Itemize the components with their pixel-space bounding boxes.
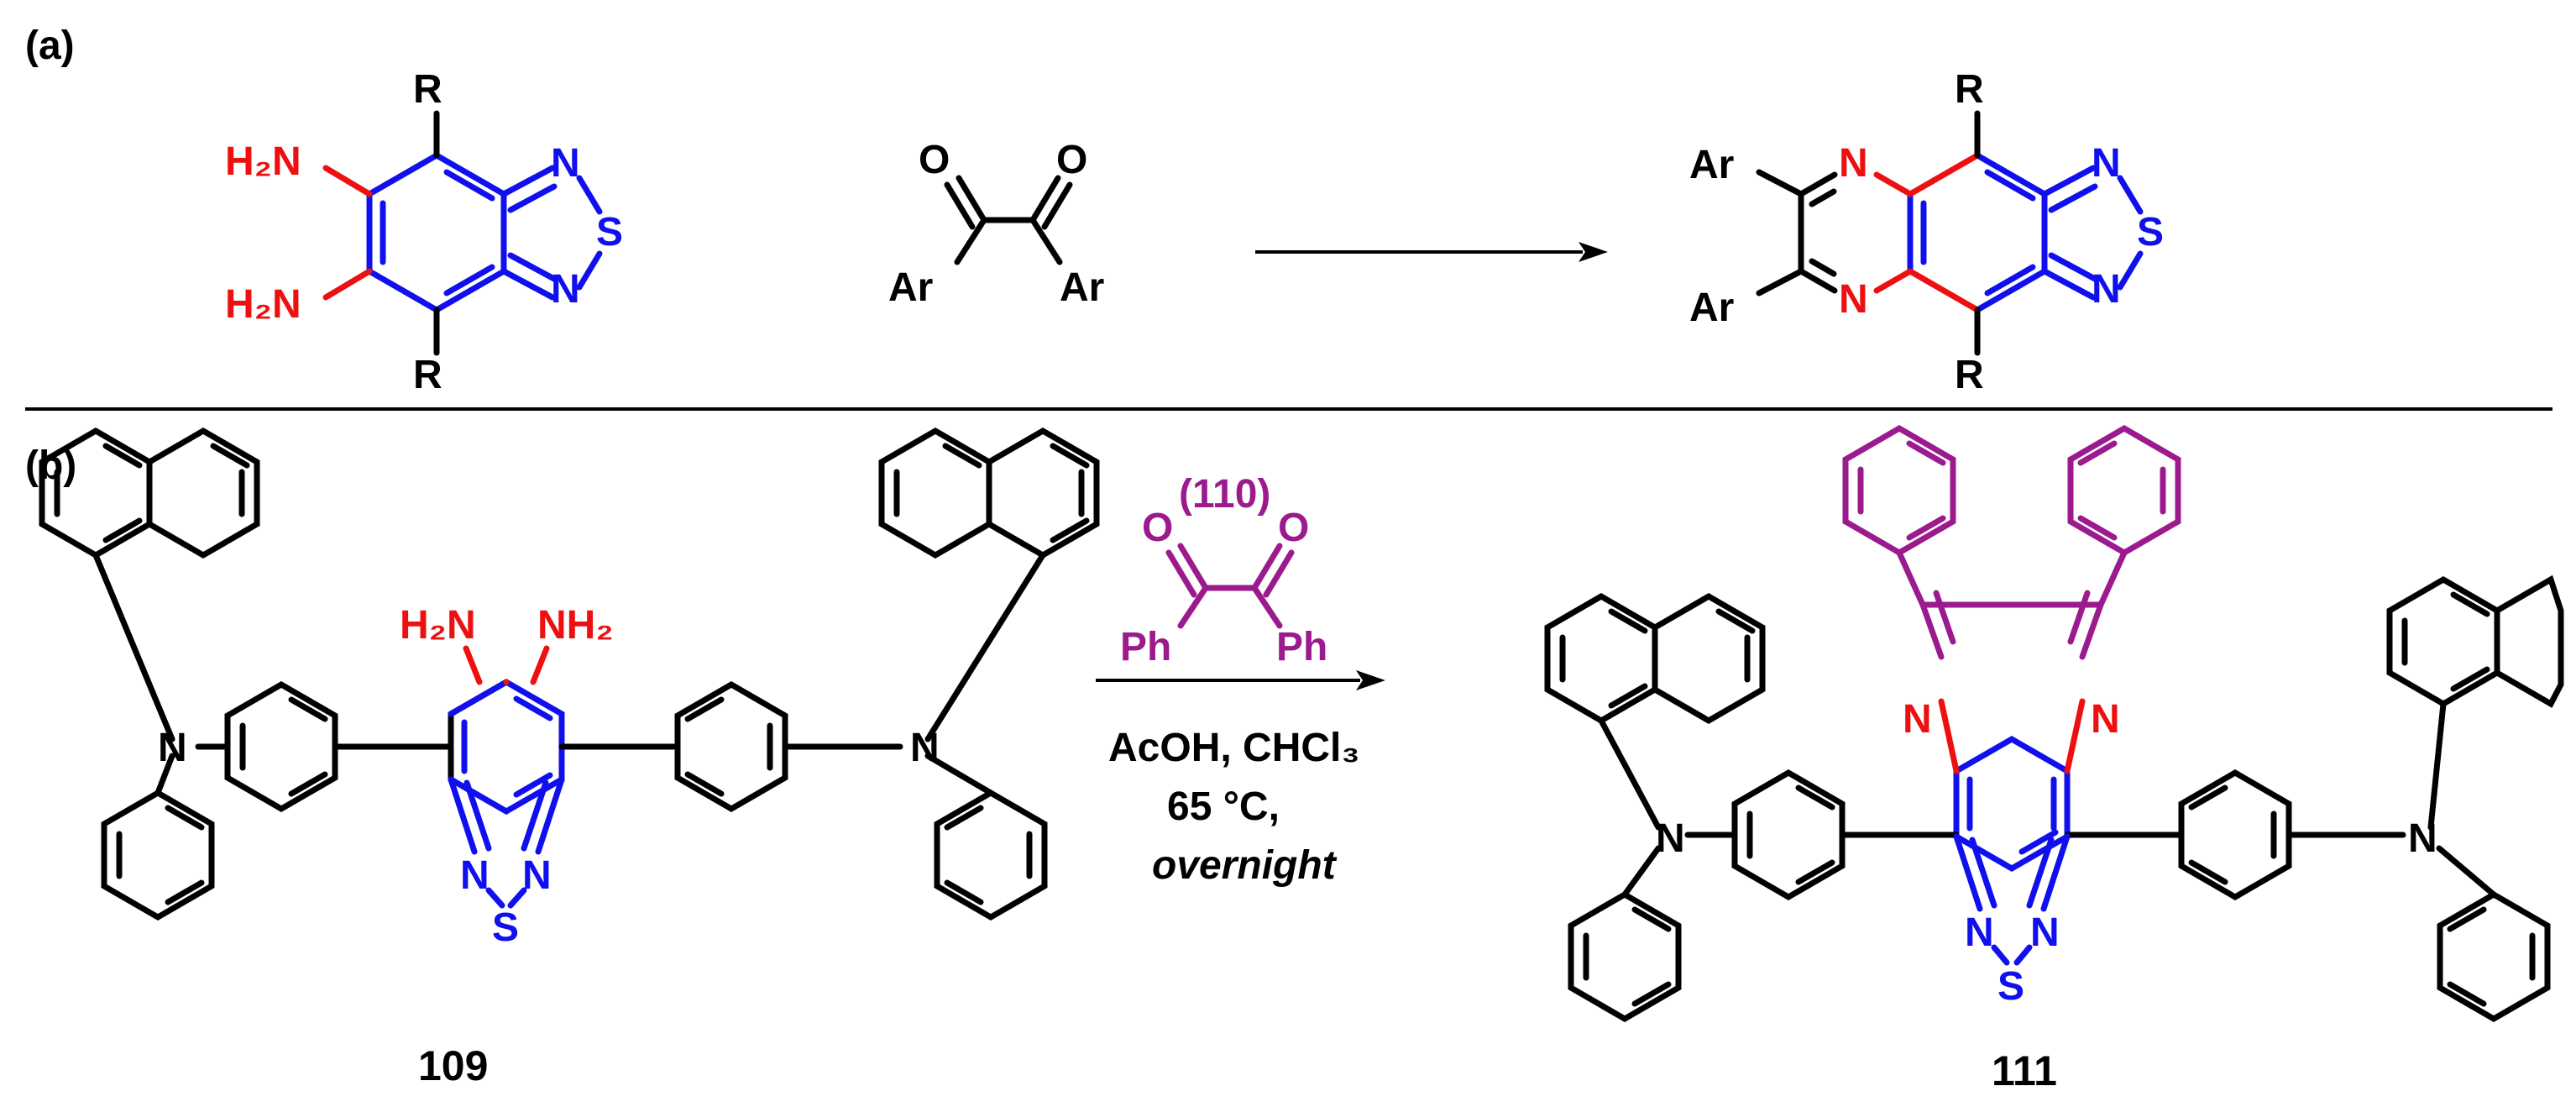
oxygen-label: O — [1142, 506, 1173, 550]
compound-109-structure — [39, 427, 1100, 921]
sulfur-label: S — [596, 210, 623, 254]
conditions-temperature: 65 °C, — [1167, 784, 1280, 829]
sulfur-label: S — [1997, 964, 2024, 1009]
reaction-arrow — [1255, 242, 1608, 262]
conditions-time: overnight — [1152, 843, 1338, 888]
nitrogen-label: N — [1965, 910, 1994, 955]
amine-label: H₂N — [225, 139, 301, 184]
nitrogen-label: N — [2408, 816, 2437, 861]
diamine-reactant — [322, 110, 603, 356]
nitrogen-label: N — [1839, 141, 1868, 186]
amine-label: H₂N — [400, 603, 476, 648]
amine-label: NH₂ — [537, 603, 614, 648]
reagent-110-structure — [1165, 543, 1295, 629]
nitrogen-label: N — [1839, 277, 1868, 322]
pyrazine-phenyl-groups — [1842, 424, 2181, 660]
aryl-label: Ar — [888, 265, 933, 310]
nitrogen-label: N — [551, 267, 580, 312]
nitrogen-label: N — [1903, 697, 1932, 742]
nitrogen-label: N — [460, 853, 490, 898]
substituent-r-label: R — [413, 67, 442, 112]
substituent-r-label: R — [413, 353, 442, 397]
diketone-reactant — [944, 175, 1073, 265]
aryl-label: Ar — [1689, 143, 1734, 187]
amine-label: H₂N — [225, 282, 301, 327]
substituent-r-label: R — [1955, 353, 1984, 397]
compound-number-label: 109 — [418, 1042, 488, 1089]
nitrogen-label: N — [522, 853, 552, 898]
compound-111-structure — [1544, 574, 2564, 1023]
panel-b-label: (b) — [25, 443, 76, 488]
conditions-solvent: AcOH, CHCl₃ — [1108, 726, 1360, 770]
oxygen-label: O — [1056, 138, 1087, 182]
nitrogen-label: N — [2091, 697, 2120, 742]
compound-number-label: 111 — [1992, 1047, 2057, 1094]
nitrogen-label: N — [551, 141, 580, 186]
panel-a-label: (a) — [25, 24, 75, 68]
amine-bonds — [463, 645, 550, 685]
reagent-number-label: (110) — [1179, 472, 1270, 517]
fused-product — [1756, 110, 2144, 356]
benzothiadiazole-core — [391, 678, 621, 909]
phenyl-label: Ph — [1276, 625, 1327, 669]
fused-core — [1896, 698, 2128, 966]
oxygen-label: O — [919, 138, 950, 182]
nitrogen-label: N — [2092, 141, 2121, 186]
phenyl-label: Ph — [1120, 625, 1171, 669]
sulfur-label: S — [2137, 210, 2164, 254]
oxygen-label: O — [1278, 506, 1309, 550]
sulfur-label: S — [492, 905, 519, 950]
nitrogen-label: N — [158, 726, 187, 770]
nitrogen-label: N — [2092, 267, 2121, 312]
aryl-label: Ar — [1060, 265, 1104, 310]
aryl-label: Ar — [1689, 286, 1734, 330]
nitrogen-label: N — [1656, 816, 1685, 861]
substituent-r-label: R — [1955, 67, 1984, 112]
nitrogen-label: N — [910, 726, 940, 770]
reaction-arrow — [1096, 670, 1385, 690]
nitrogen-label: N — [2030, 910, 2060, 955]
